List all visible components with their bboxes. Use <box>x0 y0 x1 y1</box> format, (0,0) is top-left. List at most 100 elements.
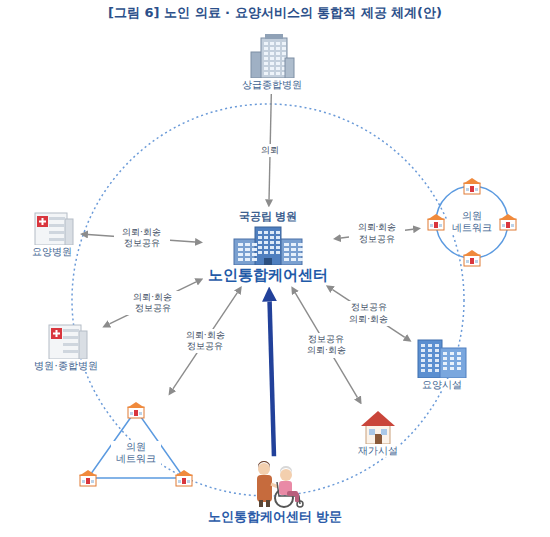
facility-node: 노인통합케어센터 방문 <box>206 459 345 525</box>
icon-part <box>421 359 425 362</box>
icon-part <box>176 475 192 486</box>
icon-part <box>258 463 270 475</box>
node-label: 의원 네트워크 <box>447 210 497 234</box>
icon-part <box>464 183 480 194</box>
icon-part <box>63 343 79 346</box>
referral-connector <box>333 290 405 338</box>
icon-part <box>450 352 454 355</box>
icon-part <box>257 475 272 502</box>
icon-part <box>258 246 262 249</box>
icon-part <box>421 354 425 357</box>
icon-part <box>238 248 243 251</box>
icon-part <box>270 72 274 75</box>
icon-part <box>264 47 268 50</box>
icon-part <box>439 224 442 227</box>
icon-part <box>500 219 516 230</box>
facility-node: 요양병원 <box>27 206 77 258</box>
icon-part <box>499 214 517 230</box>
icon-part <box>264 258 272 265</box>
icon-part <box>435 349 439 352</box>
shape-text-area: 의원 네트워크 <box>78 398 194 490</box>
icon-part <box>427 214 445 220</box>
icon-part <box>280 469 292 481</box>
icon-part <box>502 224 505 227</box>
icon-part <box>91 480 94 483</box>
icon-part <box>361 411 395 426</box>
icon-part <box>258 236 262 239</box>
icon-part <box>79 402 193 486</box>
icon-part <box>428 219 444 230</box>
icon-part <box>276 62 280 65</box>
icon-part <box>234 227 303 265</box>
icon-drawing <box>249 34 295 78</box>
icon-part <box>291 243 296 246</box>
icon-part <box>499 214 517 220</box>
icon-part <box>298 243 303 246</box>
icon-part <box>435 359 439 362</box>
icon-part <box>457 357 461 360</box>
icon-part <box>428 349 432 352</box>
network-shape: 의원 네트워크 <box>78 398 194 490</box>
node-label: 병원·종합병원 <box>32 360 99 372</box>
facility-icon <box>41 319 91 359</box>
icon-part <box>282 47 286 50</box>
icon-part <box>435 354 439 357</box>
icon-part <box>270 57 274 60</box>
icon-part <box>264 236 268 239</box>
icon-part <box>63 336 79 339</box>
icon-part <box>264 57 268 60</box>
icon-part <box>255 227 281 265</box>
icon-part <box>291 253 296 256</box>
node-label: 요양시설 <box>420 379 464 391</box>
icon-part <box>463 178 481 194</box>
icon-part <box>251 34 294 78</box>
icon-part <box>49 224 65 227</box>
icon-part <box>270 251 274 254</box>
icon-part <box>261 38 287 78</box>
icon-part <box>264 42 268 45</box>
icon-part <box>79 470 97 476</box>
icon-part <box>457 352 461 355</box>
icon-part <box>450 362 454 365</box>
icon-part <box>436 186 508 258</box>
icon-part <box>128 407 144 418</box>
icon-part <box>470 258 474 264</box>
icon-part <box>280 466 292 474</box>
icon-part <box>443 367 447 370</box>
icon-part <box>264 241 268 244</box>
icon-part <box>178 480 181 483</box>
icon-part <box>65 219 73 245</box>
node-label: 재가시설 <box>356 445 400 457</box>
diagram-title: [그림 6] 노인 의료 · 요양서비스의 통합적 제공 체계(안) <box>0 4 550 22</box>
referral-connector <box>109 282 196 324</box>
icon-part <box>266 500 270 507</box>
icon-part <box>63 329 79 332</box>
icon-part <box>421 349 425 352</box>
icon-part <box>435 344 439 347</box>
icon-part <box>298 253 303 256</box>
icon-part <box>285 58 294 78</box>
shape-text-area: 의원 네트워크 <box>424 174 520 270</box>
icon-part <box>187 480 190 483</box>
icon-part <box>434 222 438 228</box>
icon-part <box>259 500 263 507</box>
icon-part <box>276 246 280 249</box>
icon-part <box>252 243 257 246</box>
icon-part <box>270 236 274 239</box>
facility-node: 요양시설 <box>414 333 470 391</box>
icon-part <box>264 231 268 234</box>
icon-part <box>49 325 81 359</box>
icon-part <box>428 359 432 362</box>
icon-part <box>470 186 474 192</box>
icon-part <box>276 72 280 75</box>
facility-icon <box>414 334 470 378</box>
icon-part <box>39 221 46 223</box>
icon-part <box>361 411 395 444</box>
icon-part <box>298 258 303 261</box>
icon-part <box>440 348 466 378</box>
icon-part <box>282 52 286 55</box>
icon-part <box>175 470 193 476</box>
icon-part <box>276 57 280 60</box>
icon-part <box>134 410 138 416</box>
facility-icon <box>230 225 306 265</box>
